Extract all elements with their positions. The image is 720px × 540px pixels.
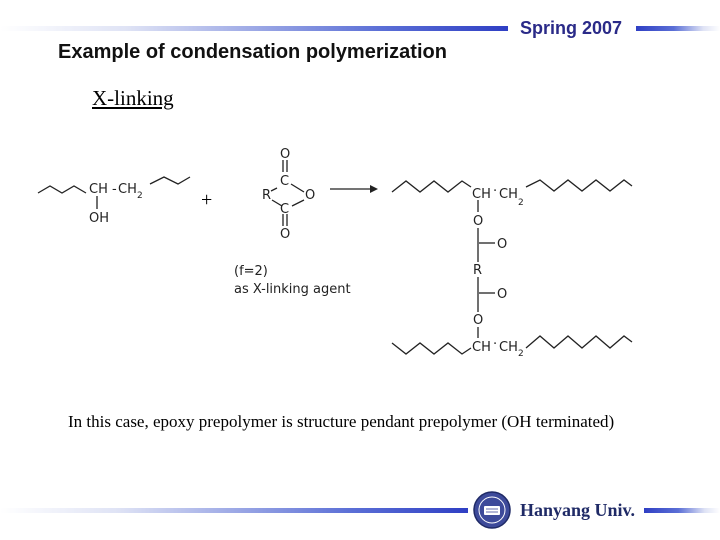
product-top-left-chain [391,180,472,193]
anhydride-o-c2-bond [291,199,305,207]
product-bottom-ch2-label: CH [499,340,518,355]
anhydride-r-label: R [262,188,271,203]
footer-decor-bar-right [644,508,720,513]
product-o-side1-label: O [497,237,507,252]
reactant1-dash: - [112,182,117,197]
reactant1-right-chain [149,176,191,185]
agent-note-line1: (f=2) [234,264,268,279]
product-top-ch2-label: CH [499,187,518,202]
anhydride-o-ring-label: O [305,188,315,203]
product-top-right-chain [525,179,633,192]
anhydride-r-c-bond [270,187,278,192]
reaction-arrow-head [370,185,378,193]
reactant1-oh-label: OH [89,211,109,226]
product-bottom-right-chain [525,335,633,349]
anhydride-c-top-label: C [280,174,289,189]
university-name: Hanyang Univ. [520,500,636,520]
university-seal-icon [473,491,511,529]
footer-decor-bar [0,508,468,513]
agent-note-line2: as X-linking agent [234,282,351,297]
product-o2-label: O [473,313,483,328]
reactant1-ch-label: CH [89,182,108,197]
product-bottom-ch2-subscript: 2 [518,349,524,359]
reactant1-ch2-subscript: 2 [137,191,143,201]
anhydride-o-top-label: O [280,147,290,162]
plus-sign: + [201,189,212,211]
product-bottom-dot: · [493,337,497,352]
product-top-ch-label: CH [472,187,491,202]
product-top-dot: · [493,184,497,199]
reactant1-ch2-label: CH [118,182,137,197]
product-top-ch2-subscript: 2 [518,198,524,208]
anhydride-c-bottom-label: C [280,202,289,217]
anhydride-r-c2-bond [271,199,283,207]
slide-title: Example of condensation polymerization [58,41,447,63]
anhydride-c-o-bond [290,183,305,193]
product-o-side2-label: O [497,287,507,302]
product-bottom-left-chain [391,342,472,355]
product-r-label: R [473,263,482,278]
reactant1-left-chain [37,185,87,194]
anhydride-o-bottom-label: O [280,227,290,242]
product-bottom-ch-label: CH [472,340,491,355]
semester-label: Spring 2007 [520,18,623,38]
slide-subtitle: X-linking [92,86,174,110]
header-decor-bar [0,26,508,31]
caption: In this case, epoxy prepolymer is struct… [68,412,615,431]
product-o1-label: O [473,214,483,229]
header-decor-bar-right [636,26,720,31]
